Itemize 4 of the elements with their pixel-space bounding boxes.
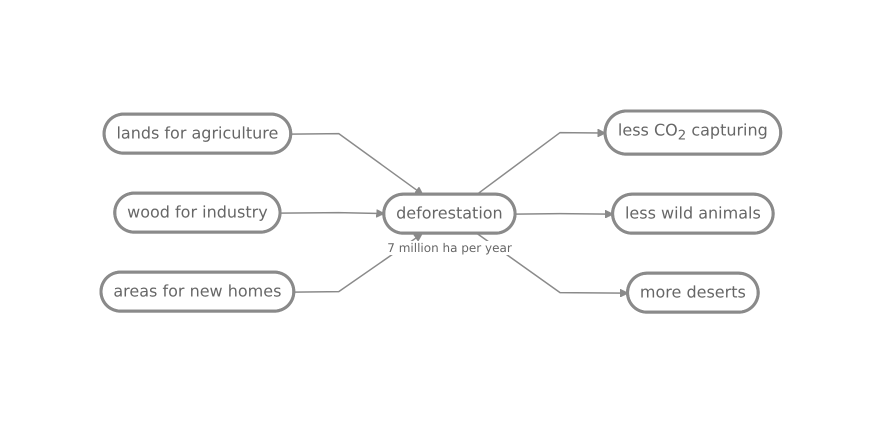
node-caption: 7 million ha per year: [385, 241, 514, 256]
arrow: [291, 132, 424, 195]
arrow: [516, 210, 614, 218]
arrow: [476, 128, 606, 196]
